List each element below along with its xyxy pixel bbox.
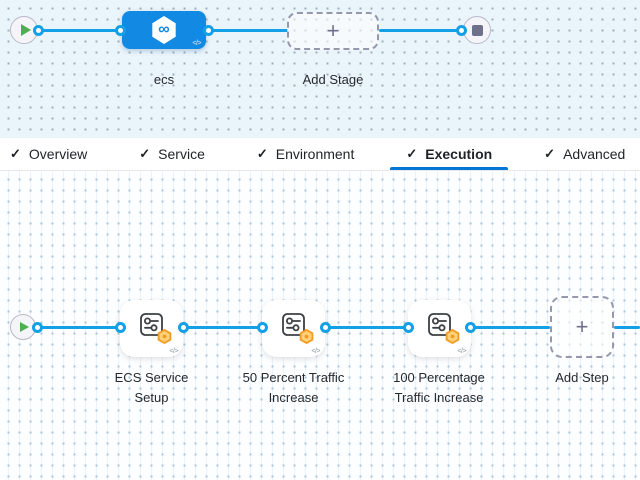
stage-config-tabs: ✓ Overview ✓ Service ✓ Environment ✓ Exe… [0,138,640,171]
connector-port [319,321,331,333]
check-icon: ✓ [10,146,21,161]
tab-label: Service [158,146,205,162]
tab-label: Environment [275,146,355,162]
execution-start-node [10,314,36,340]
connector-port [402,321,414,333]
add-stage-button[interactable]: + [287,12,379,50]
check-icon: ✓ [406,146,418,161]
connector-line [23,325,120,329]
connector-line [470,325,550,329]
connector-port [202,24,214,36]
plus-icon: + [326,18,340,43]
connector-line [183,325,262,329]
tab-label: Execution [425,146,493,162]
tab-service[interactable]: ✓ Service [123,138,221,170]
add-step-label: Add Step [555,370,609,385]
stage-node-ecs[interactable]: ∞ </> [122,11,206,49]
step-label: ECS Service Setup [114,370,189,405]
execution-canvas[interactable]: </> ECS Service Setup </> 50 Percent T [0,171,640,480]
connector-line [24,28,120,32]
check-icon: ✓ [544,146,556,161]
connector-line [614,325,640,329]
add-stage-label: Add Stage [302,72,364,87]
tab-environment[interactable]: ✓ Environment [241,138,371,170]
plus-icon: + [575,314,589,339]
service-config-icon [139,313,163,336]
step-node-ecs-service-setup[interactable]: </> [120,300,183,357]
connector-line [206,28,288,32]
code-icon: </> [311,348,320,355]
aws-hexagon-badge-icon [299,329,313,344]
service-config-icon [281,313,305,336]
step-node-50-percent-traffic-increase[interactable]: </> [262,300,325,357]
connector-port [455,24,467,36]
code-icon: </> [169,348,178,355]
tab-label: Advanced [563,146,626,162]
pipeline-end-node [463,16,491,44]
aws-hexagon-badge-icon [157,329,171,344]
step-label: 50 Percent Traffic Increase [242,370,345,405]
harness-cd-icon: ∞ [152,16,176,44]
check-icon: ✓ [256,146,268,161]
connector-port [464,321,476,333]
connector-port [32,24,44,36]
aws-hexagon-badge-icon [445,329,459,344]
step-node-100-percentage-traffic-increase[interactable]: </> [408,300,471,357]
connector-port [177,321,189,333]
play-icon [20,24,31,36]
step-label: 100 Percentage Traffic Increase [393,370,485,405]
code-icon: </> [192,40,201,47]
play-icon [20,322,29,332]
tab-execution[interactable]: ✓ Execution [390,138,508,170]
tab-advanced[interactable]: ✓ Advanced [528,138,640,170]
service-config-icon [427,313,451,336]
tab-overview[interactable]: ✓ Overview [0,138,103,170]
add-step-button[interactable]: + [550,296,614,358]
stage-name-label: ecs [153,72,175,87]
connector-port [256,321,268,333]
code-icon: </> [457,348,466,355]
tab-label: Overview [28,146,88,162]
connector-line [379,28,477,32]
stage-canvas[interactable]: ∞ </> ecs + Add Stage [0,0,640,138]
connector-port [31,321,43,333]
connector-port [114,24,126,36]
connector-port [114,321,126,333]
check-icon: ✓ [139,146,151,161]
connector-line [325,325,408,329]
stop-icon [471,24,483,36]
